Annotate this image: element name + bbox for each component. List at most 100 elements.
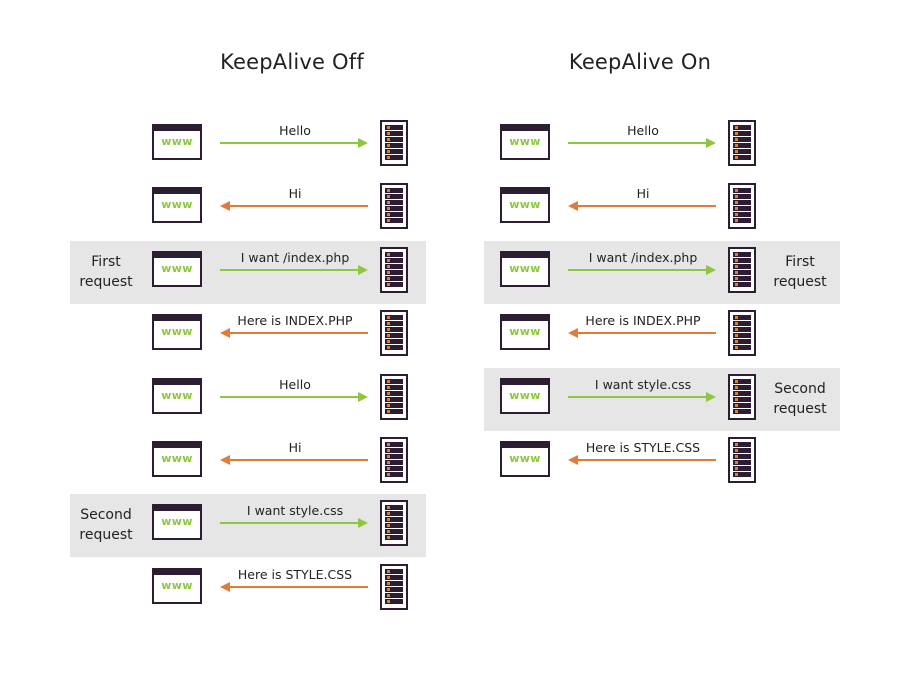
server-slot	[385, 580, 403, 586]
server-slot	[733, 333, 751, 339]
server-slot	[385, 378, 403, 384]
server-rack-icon	[380, 373, 408, 420]
message-row: www Hello	[500, 120, 770, 170]
server-slot	[385, 188, 403, 194]
message-text: Hello	[627, 123, 659, 138]
request-label-line2: request	[79, 273, 133, 290]
arrow-head	[706, 264, 716, 275]
response-arrow	[568, 201, 716, 212]
www-browser-icon: www	[500, 250, 550, 287]
server-slot	[385, 206, 403, 212]
server-slot	[733, 345, 751, 351]
server-slot	[385, 137, 403, 142]
browser-title-bar	[502, 316, 548, 322]
request-label-line2: request	[773, 273, 827, 290]
message-row: www Here is INDEX.PHP	[500, 310, 770, 360]
server-slot	[733, 315, 751, 321]
message-text: I want /index.php	[588, 249, 698, 265]
server-slot	[733, 143, 751, 148]
www-browser-icon: www	[500, 377, 550, 414]
server-slot	[385, 586, 403, 592]
server-slot	[385, 131, 403, 136]
server-slot	[733, 442, 751, 447]
arrow-head	[568, 201, 578, 212]
server-slot	[385, 535, 403, 541]
www-browser-icon: www	[152, 441, 202, 477]
server-slot	[385, 269, 403, 275]
server-slot	[733, 137, 751, 142]
response-arrow	[220, 581, 368, 592]
message-text: Hello	[279, 123, 311, 138]
server-slot	[385, 155, 403, 160]
server-slot	[733, 263, 751, 269]
server-slot	[733, 408, 751, 414]
www-browser-icon: www	[500, 124, 550, 160]
request-arrow	[220, 391, 368, 402]
server-slot	[385, 505, 403, 511]
server-slot	[385, 454, 403, 459]
server-slot	[385, 281, 403, 287]
server-slot	[385, 212, 403, 218]
browser-www-label: www	[161, 578, 193, 592]
browser-title-bar	[502, 252, 548, 258]
server-slot	[385, 460, 403, 465]
server-slot	[733, 448, 751, 453]
browser-www-label: www	[509, 198, 541, 212]
server-rack-icon	[728, 120, 756, 166]
server-slot	[385, 263, 403, 269]
server-slot	[733, 188, 751, 194]
server-slot	[385, 218, 403, 224]
message-text: Here is INDEX.PHP	[585, 313, 701, 329]
server-slot	[385, 194, 403, 200]
arrow-head	[568, 455, 578, 465]
server-slot	[733, 378, 751, 384]
response-arrow	[220, 201, 368, 212]
arrow-head	[220, 455, 230, 465]
www-browser-icon: www	[152, 504, 202, 541]
response-arrow	[568, 455, 716, 465]
server-slot	[733, 257, 751, 263]
arrow-head	[358, 391, 368, 402]
server-slot	[385, 568, 403, 574]
browser-title-bar	[502, 126, 548, 131]
server-slot	[733, 131, 751, 136]
server-slot	[385, 333, 403, 339]
arrow-head	[358, 264, 368, 275]
message-text: I want style.css	[246, 503, 344, 519]
message-row: www Hi	[152, 437, 422, 487]
request-label-line1: Second	[80, 507, 132, 524]
server-slot	[385, 390, 403, 396]
server-slot	[385, 143, 403, 148]
message-text: I want style.css	[594, 376, 692, 392]
server-slot	[733, 321, 751, 327]
response-arrow	[220, 328, 368, 339]
highlight-band	[70, 240, 426, 304]
server-rack-icon	[728, 183, 756, 230]
message-text: Hi	[288, 440, 302, 455]
browser-title-bar	[502, 379, 548, 385]
response-arrow	[220, 455, 368, 465]
server-rack-icon	[380, 120, 408, 166]
request-label-line1: First	[785, 253, 815, 270]
message-row: www I want /index.php	[500, 246, 770, 297]
browser-www-label: www	[509, 388, 541, 402]
www-browser-icon: www	[500, 314, 550, 351]
browser-www-label: www	[509, 261, 541, 275]
message-text: Here is STYLE.CSS	[237, 566, 353, 582]
server-slot	[385, 384, 403, 390]
server-slot	[385, 574, 403, 580]
server-slot	[385, 396, 403, 402]
browser-www-label: www	[509, 135, 541, 148]
browser-www-label: www	[161, 388, 193, 402]
request-label-line2: request	[79, 527, 133, 544]
arrow-head	[706, 138, 716, 148]
server-slot	[385, 315, 403, 321]
message-row: www I want style.css	[152, 500, 422, 550]
browser-www-label: www	[161, 261, 193, 275]
server-slot	[733, 200, 751, 206]
request-arrow	[568, 264, 716, 275]
server-rack-icon	[380, 246, 408, 293]
